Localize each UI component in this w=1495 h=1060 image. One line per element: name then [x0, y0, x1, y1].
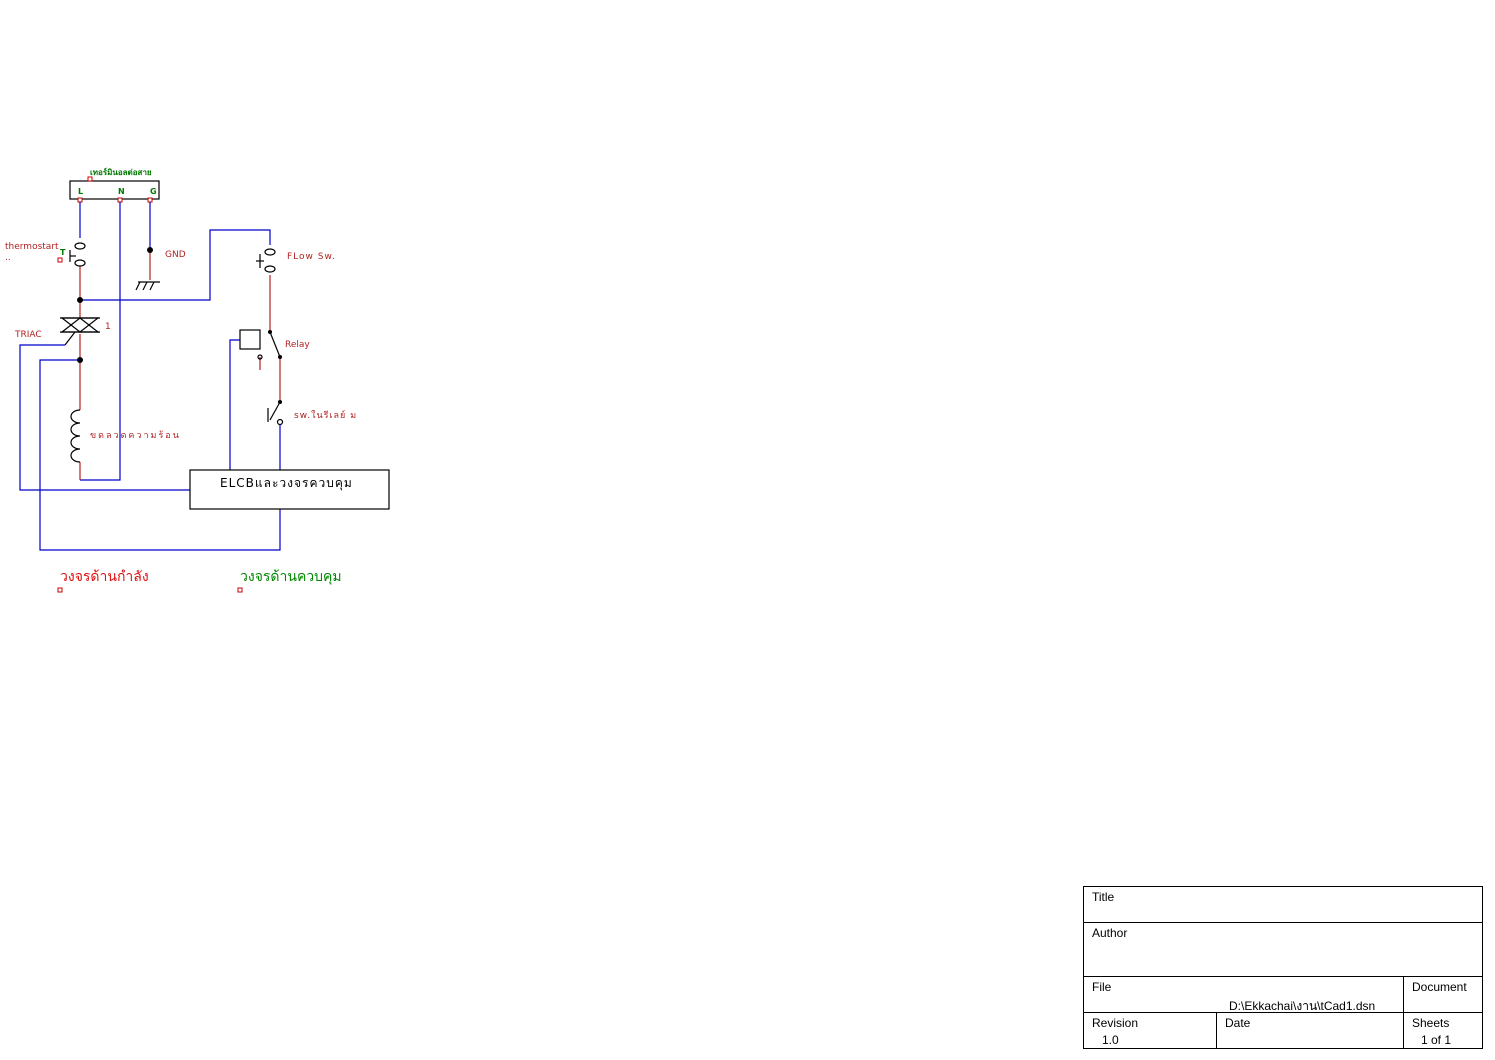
terminal-pin-n-label: N	[118, 187, 125, 196]
title-block-author-cell[interactable]: Author	[1084, 923, 1482, 977]
flow-switch[interactable]: FLow Sw.	[256, 248, 336, 273]
terminal-pin-l	[77, 197, 83, 203]
thermostat-sublabel: ..	[5, 253, 11, 263]
wire-n-heater	[80, 202, 121, 481]
title-block-sheets-value: 1 of 1	[1421, 1033, 1452, 1047]
captions: วงจรด้านกำลัง วงจรด้านควบคุม	[57, 569, 342, 593]
junction-dot-thermostat	[77, 297, 83, 303]
title-block-sheets-label: Sheets	[1412, 1016, 1450, 1030]
thermostat-contact-top	[74, 242, 86, 250]
title-block-file-value: D:\Ekkachai\งาน\tCad1.dsn	[1229, 999, 1376, 1013]
terminal-pin-g-label: G	[150, 187, 157, 196]
relay-switch-label: sw.ในรีเลย์ ม	[294, 409, 357, 421]
terminal-pin-n	[117, 197, 123, 203]
terminal-body	[69, 180, 160, 200]
caption-control-circuit: วงจรด้านควบคุม	[240, 569, 342, 585]
title-block: Title Author File D:\Ekkachai\งาน\tCad1.…	[1083, 886, 1483, 1049]
wire-node-flowsw	[80, 229, 271, 301]
gnd-label: GND	[165, 250, 186, 260]
ground-symbol[interactable]: GND	[135, 247, 186, 291]
terminal-label: เทอร์มินอลต่อสาย	[90, 167, 152, 177]
relay[interactable]: Relay	[239, 329, 310, 360]
relay-label: Relay	[285, 340, 310, 350]
junction-dot-triac	[77, 357, 83, 363]
title-block-title-cell[interactable]: Title	[1084, 887, 1482, 923]
title-block-file-label: File	[1092, 980, 1112, 994]
elcb-box-label: ELCBและวงจรควบคุม	[220, 476, 353, 491]
terminal-ref-pin	[87, 176, 93, 182]
wire-relay-coil	[229, 339, 240, 470]
wire-bottom-loop	[39, 359, 281, 551]
title-block-date-cell[interactable]: Date	[1217, 1013, 1404, 1048]
title-block-sheets-cell[interactable]: Sheets 1 of 1	[1404, 1013, 1482, 1048]
triac[interactable]: TRIAC 1	[14, 317, 111, 346]
thermostat-pin-label: T	[60, 248, 66, 257]
relay-switch[interactable]: sw.ในรีเลย์ ม	[267, 400, 357, 426]
caption-power-ref-pin	[57, 587, 63, 593]
triac-ref: 1	[105, 322, 111, 332]
title-block-document-cell[interactable]: Document	[1404, 977, 1482, 1013]
leads	[79, 250, 281, 480]
wires	[19, 202, 281, 551]
title-block-revision-cell[interactable]: Revision 1.0	[1084, 1013, 1217, 1048]
title-block-date-label: Date	[1225, 1016, 1251, 1030]
elcb-box-outline	[189, 469, 390, 510]
caption-control-ref-pin	[237, 587, 243, 593]
title-block-author-label: Author	[1092, 926, 1128, 940]
flow-switch-label: FLow Sw.	[287, 252, 336, 262]
thermostat[interactable]: thermostart .. T	[5, 242, 86, 267]
title-block-file-cell[interactable]: File D:\Ekkachai\งาน\tCad1.dsn	[1084, 977, 1404, 1013]
terminal-connector[interactable]: เทอร์มินอลต่อสาย L N G	[69, 167, 160, 203]
terminal-pin-l-label: L	[78, 187, 83, 196]
caption-power-circuit: วงจรด้านกำลัง	[60, 569, 149, 585]
thermostat-label: thermostart	[5, 242, 59, 252]
title-block-revision-value: 1.0	[1102, 1033, 1119, 1047]
heater-coil[interactable]: ขดลวดความร้อน	[70, 409, 181, 463]
heater-coil-windings	[70, 409, 81, 463]
elcb-control-box[interactable]: ELCBและวงจรควบคุม	[189, 469, 390, 510]
relay-coil	[239, 329, 261, 350]
thermostat-contact-bottom	[74, 259, 86, 267]
wire-triac-gate	[19, 344, 190, 491]
thermostat-ref-pin	[57, 257, 63, 263]
heater-label: ขดลวดความร้อน	[90, 430, 181, 441]
title-block-document-label: Document	[1412, 980, 1467, 994]
terminal-pin-g	[147, 197, 153, 203]
title-block-revision-label: Revision	[1092, 1016, 1139, 1030]
triac-label: TRIAC	[14, 330, 42, 340]
title-block-title-label: Title	[1092, 890, 1115, 904]
